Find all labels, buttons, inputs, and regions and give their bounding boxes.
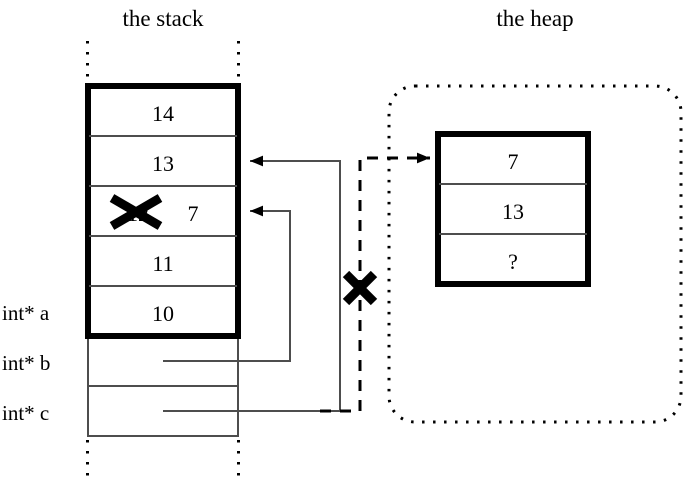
stack-continuation-dots-top [86, 41, 240, 86]
heap-cell-13-value: 13 [502, 199, 524, 224]
struck-value-x-icon [109, 194, 163, 230]
pointer-c-connector [163, 155, 341, 412]
broken-link-x-icon [342, 270, 378, 306]
stack-value-frame [85, 83, 241, 339]
stack-cell-struck-old-value: 12 [127, 201, 149, 226]
stack-pointer-slots [87, 335, 239, 437]
stack-cell-11-value: 11 [152, 251, 174, 276]
pointer-c-label: int* c [2, 401, 50, 425]
dangling-heap-link [320, 152, 430, 413]
stack-continuation-dots-bottom [86, 440, 240, 483]
stack-title: the stack [122, 6, 204, 31]
heap-title: the heap [496, 6, 574, 31]
heap-cell-unknown-value: ? [508, 249, 518, 274]
pointer-b-label: int* b [2, 351, 51, 375]
stack-cell-13-value: 13 [152, 151, 174, 176]
heap-block-frame [435, 131, 591, 287]
pointer-b-connector [163, 205, 291, 362]
stack-cell-struck-new-value: 7 [187, 201, 199, 226]
heap-cell-7-value: 7 [507, 149, 519, 174]
stack-cell-10-value: 10 [152, 301, 174, 326]
pointer-a-label: int* a [2, 301, 50, 325]
stack-cell-14-value: 14 [152, 101, 174, 126]
